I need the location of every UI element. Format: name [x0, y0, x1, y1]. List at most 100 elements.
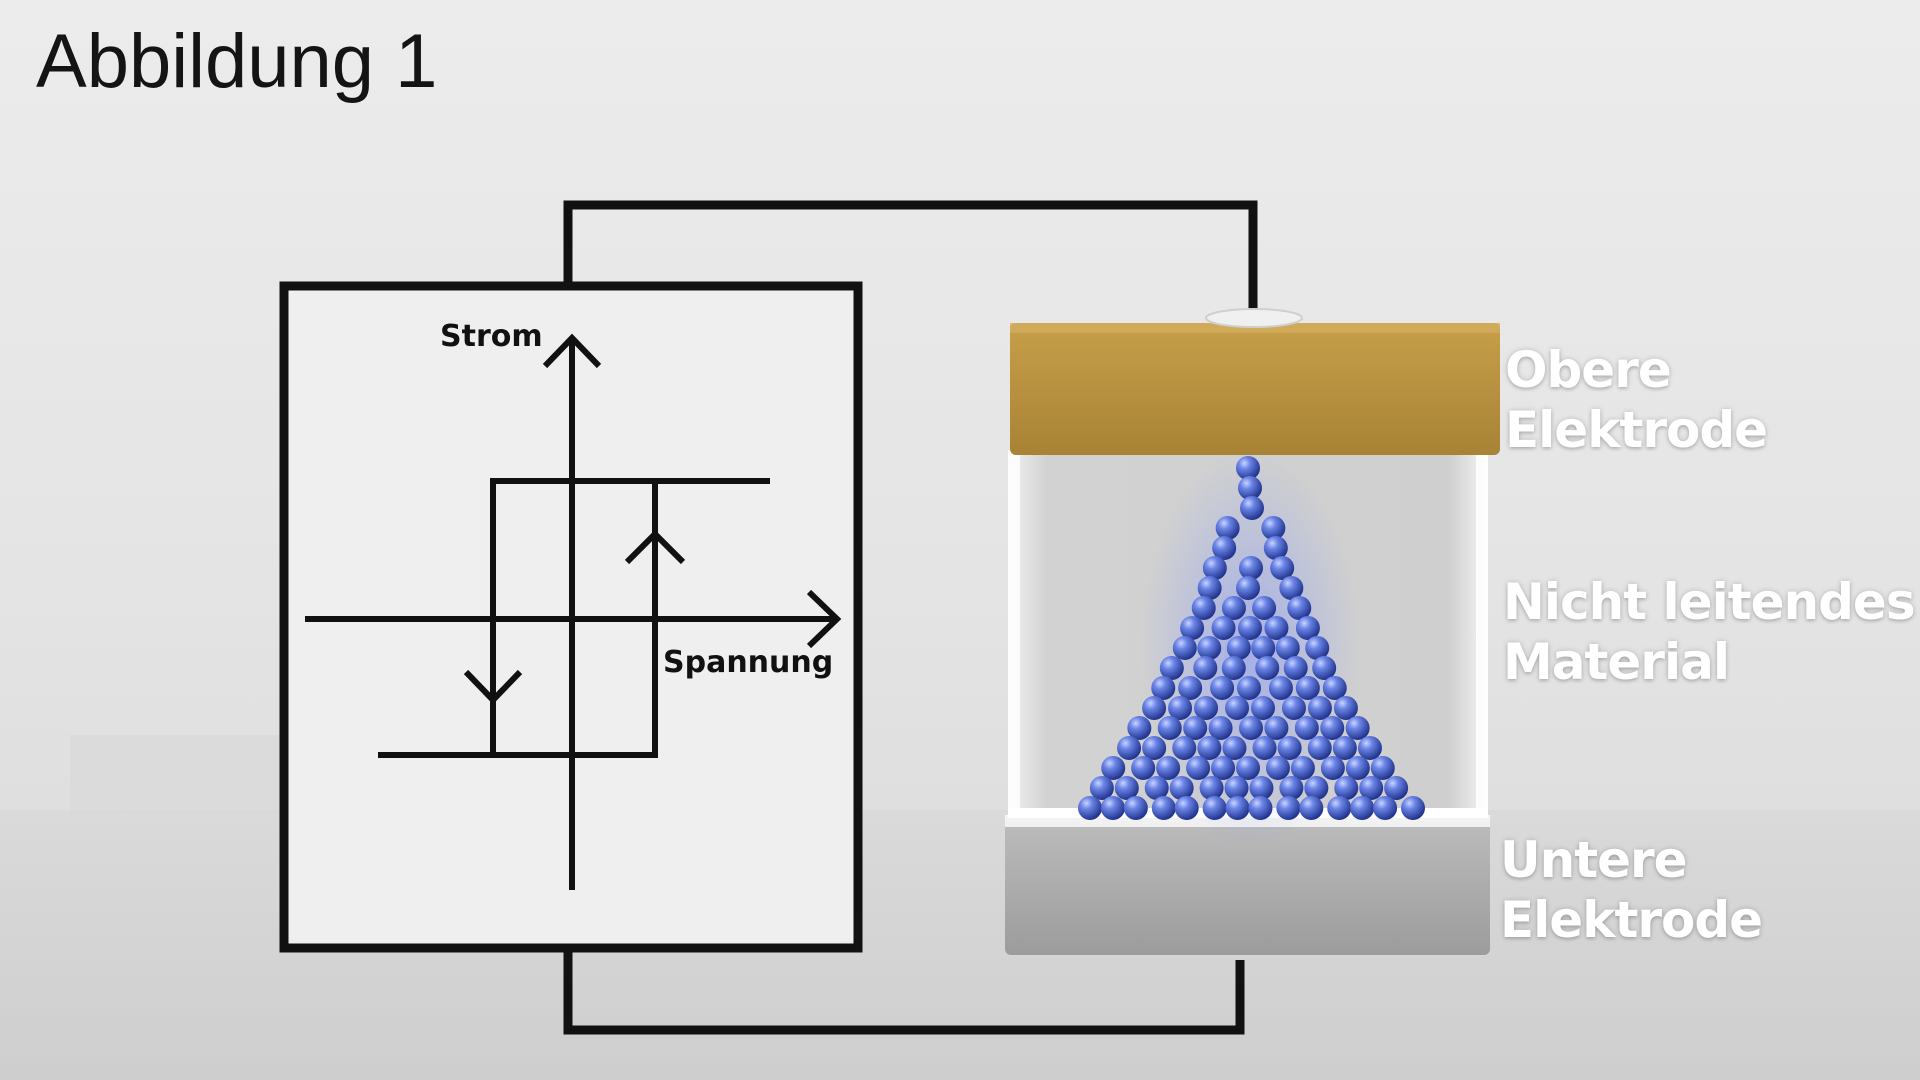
- figure-title: Abbildung 1: [36, 19, 438, 104]
- filament-sphere: [1221, 596, 1246, 620]
- filament-sphere: [1370, 756, 1395, 780]
- filament-sphere: [1236, 756, 1260, 780]
- filament-sphere: [1249, 776, 1274, 800]
- filament-sphere: [1114, 776, 1139, 800]
- filament-sphere: [1307, 696, 1332, 720]
- filament-sphere: [1401, 796, 1425, 820]
- filament-sphere: [1193, 656, 1218, 680]
- filament-sphere: [1263, 536, 1288, 560]
- filament-sphere: [1168, 696, 1193, 720]
- filament-sphere: [1294, 716, 1319, 740]
- filament-sphere: [1299, 796, 1324, 820]
- filament-sphere: [1239, 556, 1263, 580]
- filament-sphere: [1345, 716, 1370, 740]
- filament-sphere: [1117, 736, 1142, 760]
- filament-sphere: [1276, 796, 1301, 820]
- filament-sphere: [1172, 636, 1197, 660]
- filament-sphere: [1279, 776, 1304, 800]
- y-axis-arrow: [542, 333, 602, 369]
- filament-sphere: [1101, 756, 1126, 780]
- x-axis-label: Spannung: [663, 645, 833, 680]
- filament-sphere: [1202, 796, 1227, 820]
- filament-sphere: [1281, 696, 1306, 720]
- filament-sphere: [1208, 716, 1233, 740]
- filament-sphere: [1384, 776, 1409, 800]
- filament-sphere: [1312, 656, 1337, 680]
- bottom-electrode: [1005, 815, 1490, 955]
- filament-sphere: [1151, 676, 1176, 700]
- filament-sphere: [1186, 756, 1211, 780]
- filament-sphere: [1211, 616, 1236, 640]
- filament-sphere: [1268, 676, 1293, 700]
- filament-sphere: [1202, 556, 1227, 580]
- filament-sphere: [1248, 796, 1273, 820]
- hysteresis-curve: [378, 478, 770, 758]
- filament-sphere: [1222, 736, 1247, 760]
- filament-sphere: [1212, 536, 1237, 560]
- filament-sphere: [1252, 596, 1277, 620]
- filament-sphere: [1305, 636, 1330, 660]
- filament-sphere: [1197, 576, 1222, 600]
- wire-top: [563, 200, 1258, 312]
- filament-sphere: [1211, 756, 1236, 780]
- filament-sphere: [1151, 796, 1176, 820]
- filament-sphere: [1333, 696, 1358, 720]
- filament-sphere: [1238, 616, 1262, 640]
- filament-sphere: [1225, 796, 1250, 820]
- filament-sphere: [1156, 756, 1181, 780]
- filament-sphere: [1320, 756, 1345, 780]
- filament-sphere: [1169, 776, 1194, 800]
- filament-sphere: [1252, 736, 1277, 760]
- bottom-electrode-label: Untere Elektrode: [1500, 831, 1763, 949]
- filament-sphere: [1307, 736, 1332, 760]
- x-axis-arrow: [806, 589, 842, 649]
- filament-sphere: [1264, 716, 1289, 740]
- filament-sphere: [1345, 756, 1370, 780]
- filament-sphere: [1277, 736, 1302, 760]
- filament-sphere: [1279, 576, 1304, 600]
- filament-sphere: [1180, 616, 1205, 640]
- filament-sphere: [1199, 776, 1224, 800]
- filament-sphere: [1238, 476, 1262, 500]
- filament-sphere: [1237, 676, 1261, 700]
- filament-sphere: [1142, 736, 1167, 760]
- filament-sphere: [1236, 456, 1260, 480]
- filament-sphere: [1270, 556, 1295, 580]
- filament-sphere: [1251, 636, 1276, 660]
- filament-sphere: [1127, 716, 1152, 740]
- filament-sphere: [1157, 716, 1182, 740]
- conductive-filament: [1078, 456, 1425, 820]
- filament-sphere: [1221, 656, 1246, 680]
- filament-sphere: [1197, 736, 1222, 760]
- filament-sphere: [1100, 796, 1125, 820]
- filament-sphere: [1350, 796, 1375, 820]
- filament-sphere: [1236, 576, 1260, 600]
- filament-sphere: [1197, 636, 1222, 660]
- filament-sphere: [1240, 496, 1264, 520]
- filament-sphere: [1225, 696, 1250, 720]
- y-axis-label: Strom: [440, 319, 543, 354]
- filament-sphere: [1287, 596, 1312, 620]
- filament-sphere: [1283, 656, 1308, 680]
- filament-sphere: [1322, 676, 1347, 700]
- top-electrode: [1010, 323, 1500, 455]
- filament-sphere: [1142, 696, 1167, 720]
- filament-sphere: [1255, 656, 1280, 680]
- filament-sphere: [1320, 716, 1345, 740]
- filament-sphere: [1357, 736, 1382, 760]
- filament-sphere: [1210, 676, 1235, 700]
- filament-sphere: [1144, 776, 1169, 800]
- filament-sphere: [1265, 756, 1290, 780]
- filament-sphere: [1332, 736, 1357, 760]
- filament-sphere: [1261, 516, 1286, 540]
- filament-sphere: [1215, 516, 1240, 540]
- filament-sphere: [1183, 716, 1208, 740]
- background-shelf: [70, 735, 300, 815]
- filament-sphere: [1290, 756, 1315, 780]
- wire-bottom: [563, 950, 1245, 1035]
- filament-sphere: [1250, 696, 1275, 720]
- filament-sphere: [1334, 776, 1359, 800]
- filament-sphere: [1226, 636, 1251, 660]
- filament-sphere: [1275, 636, 1300, 660]
